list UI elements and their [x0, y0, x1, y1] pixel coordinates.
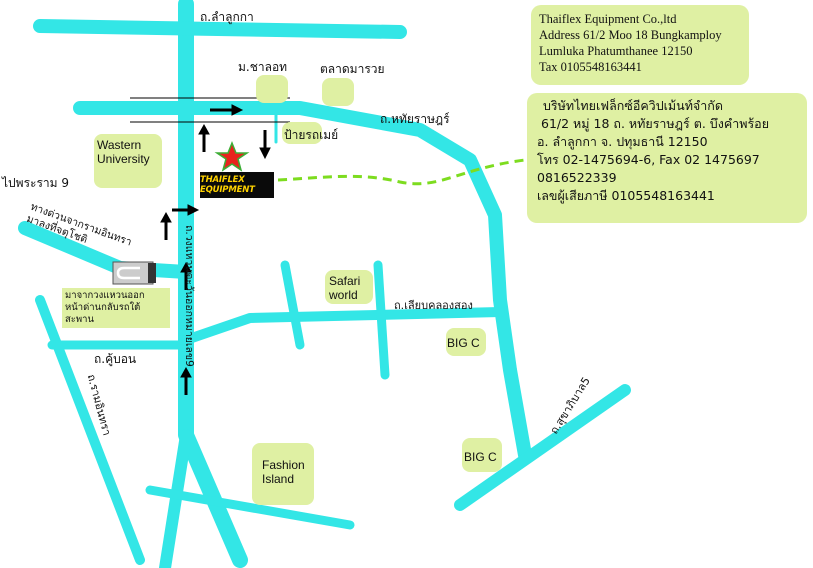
label-hathairat: ถ.หทัยราษฎร์: [380, 112, 450, 126]
label-ring-road: ถ.วงแหวนตะวันออกหมายเลข9: [183, 225, 195, 367]
road-ram-intra: [35, 295, 145, 565]
star-marker-icon: [214, 140, 250, 172]
label-liap-khlong-song: ถ.เลียบคลองสอง: [394, 299, 473, 312]
landmark-bigc2-bg: [462, 438, 502, 472]
road-liap-khlong-song: [181, 307, 505, 345]
landmark-safari: Safari world: [329, 274, 361, 302]
phone-th: โทร 02-1475694-6, Fax 02 1475697: [537, 152, 760, 167]
landmark-bigc1-bg: [446, 328, 486, 356]
road-lam-luk-ka: [33, 19, 407, 39]
logo-text: THAIFLEX EQUIPMENT: [200, 175, 255, 195]
road-hathairat: [73, 101, 532, 462]
landmark-wastern-bg: [94, 134, 162, 188]
road-lower-diagonal: [145, 485, 355, 530]
info-box-thai: บริษัทไทยเฟล็กซ์อีควิปเม้นท์จำกัด 61/2 ห…: [527, 93, 807, 223]
label-khu-bon: ถ.คู้บอน: [94, 352, 137, 366]
address-en-2: Lumluka Phatumthanee 12150: [539, 44, 693, 58]
address-th-2: อ. ลำลูกกา จ. ปทุมธานี 12150: [537, 134, 708, 149]
road-sukhaphiban: [454, 384, 631, 511]
road-safari-2: [373, 260, 390, 380]
uturn-note-line-3: สะพาน: [65, 314, 94, 325]
landmark-talad-marui: ตลาดมารวย: [320, 62, 385, 76]
landmark-chalot: ม.ชาลอท: [238, 60, 288, 74]
landmark-bus-bg: [282, 122, 322, 144]
uturn-note-line-1: มาจากวงแหวนออก: [65, 290, 145, 301]
landmark-big-c-1: BIG C: [447, 336, 480, 350]
landmark-wastern: Wastern University: [97, 138, 150, 166]
label-to-rama9: ไปพระราม 9: [2, 176, 69, 190]
arrow-icon: [160, 104, 271, 395]
company-name-en: Thaiflex Equipment Co.,ltd: [539, 12, 677, 26]
company-name-th: บริษัทไทยเฟล็กซ์อีควิปเม้นท์จำกัด: [543, 98, 723, 113]
tax-en: Tax 0105548163441: [539, 60, 642, 74]
info-box-english: Thaiflex Equipment Co.,ltd Address 61/2 …: [531, 5, 749, 85]
landmark-chalot-bg: [256, 75, 288, 103]
landmark-fashion-bg: [252, 443, 314, 505]
mobile-th: 0816522339: [537, 170, 617, 185]
label-lam-luk-ka: ถ.ลำลูกกา: [200, 10, 254, 24]
address-en-1: Address 61/2 Moo 18 Bungkamploy: [539, 28, 722, 42]
road-safari-1: [280, 260, 305, 350]
uturn-note-line-2: หน้าด่านกลับรถใต้: [65, 302, 141, 313]
u-turn-icon: [112, 261, 156, 285]
address-th-1: 61/2 หมู่ 18 ถ. หทัยราษฎร์ ต. บึงคำพร้อย: [541, 116, 770, 131]
landmark-safari-bg: [325, 270, 373, 304]
landmark-bus-stop: ป้ายรถเมย์: [284, 128, 339, 142]
uturn-note: มาจากวงแหวนออก หน้าด่านกลับรถใต้ สะพาน: [62, 288, 170, 328]
route-dashed-line: [277, 158, 526, 186]
tax-th: เลขผู้เสียภาษี 0105548163441: [537, 188, 715, 203]
landmark-talad-bg: [322, 78, 354, 106]
company-logo: THAIFLEX EQUIPMENT: [200, 172, 274, 198]
landmark-big-c-2: BIG C: [464, 450, 497, 464]
ring-road-branch: [159, 429, 192, 568]
landmark-fashion-island: Fashion Island: [262, 458, 305, 486]
